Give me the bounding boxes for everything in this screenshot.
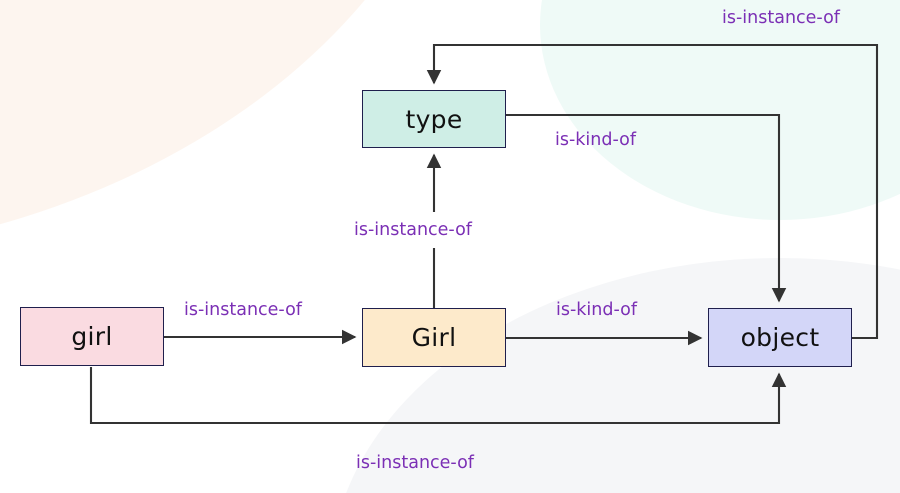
edge-label-object-to-type: is-instance-of <box>722 8 840 28</box>
edge-object-to-type <box>426 43 879 340</box>
node-type-label: type <box>405 104 463 134</box>
edge-label-type-to-object: is-kind-of <box>555 130 636 150</box>
node-object[interactable]: object <box>708 308 852 367</box>
edge-label-Girl-to-type: is-instance-of <box>350 219 476 241</box>
node-girl[interactable]: girl <box>20 307 164 366</box>
edge-girl-to-object <box>89 367 787 425</box>
edge-label-girl-to-object: is-instance-of <box>356 453 474 473</box>
edge-label-Girl-to-object: is-kind-of <box>556 300 637 320</box>
edge-label-girl-to-Girl: is-instance-of <box>184 300 302 320</box>
node-girl-label: girl <box>71 322 113 351</box>
node-object-label: object <box>740 323 820 352</box>
node-type[interactable]: type <box>362 90 506 148</box>
edge-type-to-object <box>506 113 787 303</box>
node-Girl-label: Girl <box>411 323 457 352</box>
node-Girl-class[interactable]: Girl <box>362 308 506 367</box>
